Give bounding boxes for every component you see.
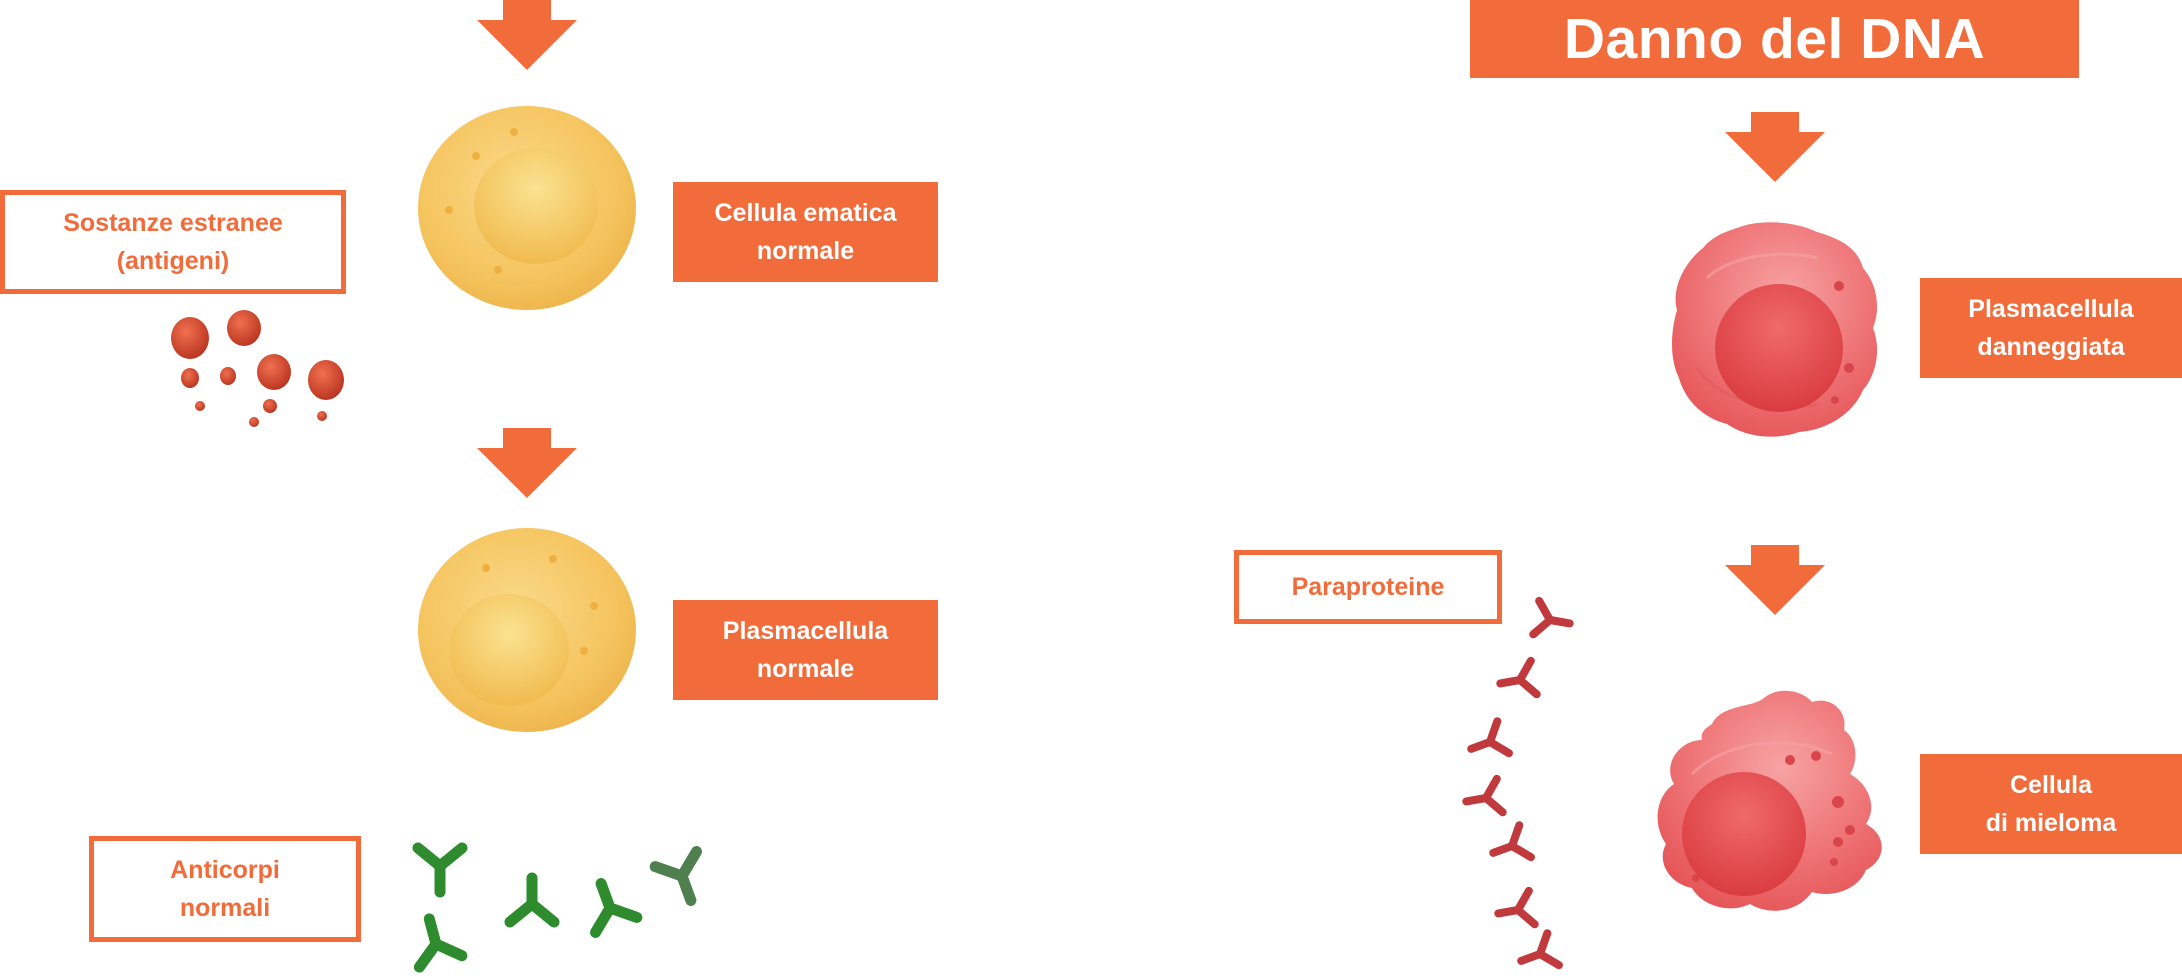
y-antibody-icon — [1497, 661, 1536, 700]
antigen-blob-icon — [181, 368, 199, 388]
antigen-blob-icon — [220, 367, 236, 385]
y-antibody-icon — [1463, 779, 1502, 818]
y-antibody-icon — [1487, 825, 1531, 869]
normal-plasma-cell-icon — [418, 528, 636, 732]
antigen-blob-icon — [257, 354, 291, 390]
y-antibody-icon — [408, 913, 462, 967]
y-antibody-icon — [1465, 721, 1509, 765]
antigen-blob-icon — [195, 401, 205, 411]
arrow-down-icon — [477, 428, 577, 498]
arrow-down-icon — [1725, 545, 1825, 615]
page-title: Danno del DNA — [1563, 7, 1986, 71]
arrow-down-icon — [1725, 112, 1825, 182]
antigen-blob-icon — [317, 411, 327, 421]
y-antibody-icon — [1495, 891, 1534, 930]
damaged-plasma-cell-icon — [1672, 222, 1878, 437]
y-antibody-icon — [1515, 933, 1559, 977]
normal-antibodies-label: Anticorpi normali — [89, 836, 361, 942]
normal-blood-cell-label: Cellula ematica normale — [673, 182, 938, 282]
myeloma-cell-icon — [1657, 690, 1882, 911]
damaged-plasma-cell-label: Plasmacellula danneggiata — [1920, 278, 2182, 378]
antigen-blob-icon — [308, 360, 344, 400]
antigen-cluster — [171, 310, 344, 427]
y-antibody-icon — [580, 876, 636, 932]
myeloma-cell-label: Cellula di mieloma — [1920, 754, 2182, 854]
normal-plasma-cell-label: Plasmacellula normale — [673, 600, 938, 700]
paraproteins-cluster — [1448, 592, 1578, 980]
antigen-blob-icon — [171, 317, 209, 359]
antigen-blob-icon — [263, 399, 277, 413]
antigen-blob-icon — [227, 310, 261, 346]
normal-antibodies-cluster — [398, 818, 720, 980]
paraproteins-label: Paraproteine — [1234, 550, 1502, 624]
title-box: Danno del DNA — [1470, 0, 2079, 78]
y-antibody-icon — [655, 852, 711, 908]
foreign-substances-label: Sostanze estranee (antigeni) — [0, 190, 346, 294]
y-antibody-icon — [510, 878, 554, 922]
y-antibody-icon — [1533, 601, 1572, 640]
arrow-down-icon — [477, 0, 577, 70]
antigen-blob-icon — [249, 417, 259, 427]
normal-blood-cell-icon — [418, 106, 636, 310]
y-antibody-icon — [418, 848, 462, 892]
